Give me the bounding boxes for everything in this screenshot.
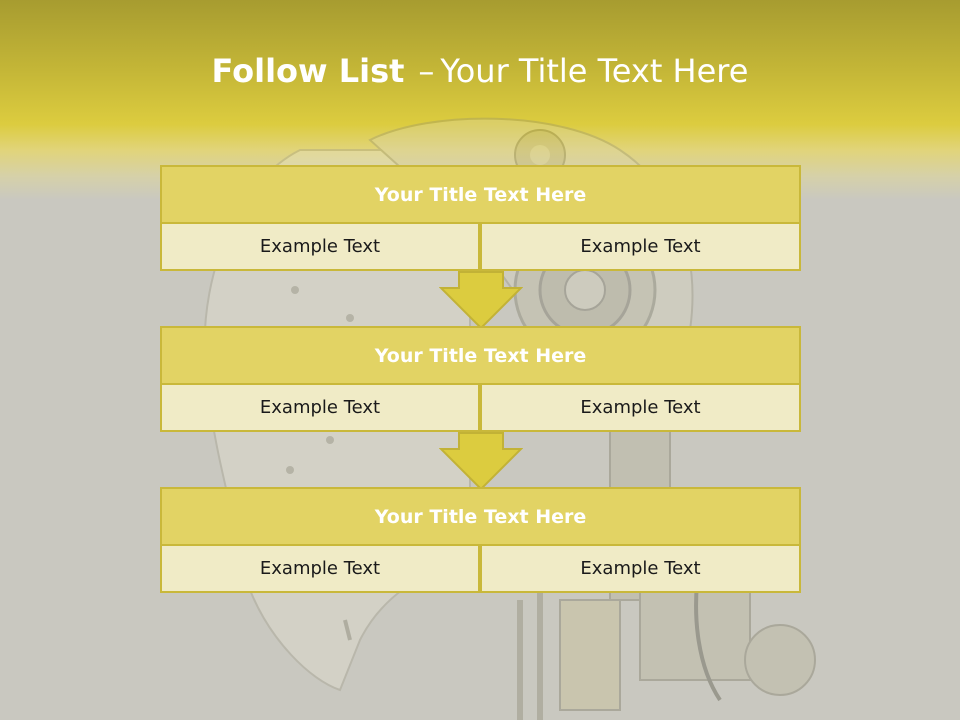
block-left-cell: Example Text — [160, 383, 480, 432]
block-title: Your Title Text Here — [160, 326, 801, 385]
slide-title-rest: Your Title Text Here — [440, 52, 749, 90]
block-right-cell: Example Text — [480, 222, 801, 271]
block-right-cell: Example Text — [480, 383, 801, 432]
slide-title: Follow List–Your Title Text Here — [0, 52, 960, 90]
down-arrow-icon — [439, 432, 523, 491]
block-left-cell: Example Text — [160, 222, 480, 271]
down-arrow-icon — [439, 271, 523, 330]
block-title: Your Title Text Here — [160, 487, 801, 546]
block-right-cell: Example Text — [480, 544, 801, 593]
slide-title-bold: Follow List — [211, 52, 405, 90]
slide-title-separator: – — [418, 52, 435, 90]
block-left-cell: Example Text — [160, 544, 480, 593]
block-title: Your Title Text Here — [160, 165, 801, 224]
